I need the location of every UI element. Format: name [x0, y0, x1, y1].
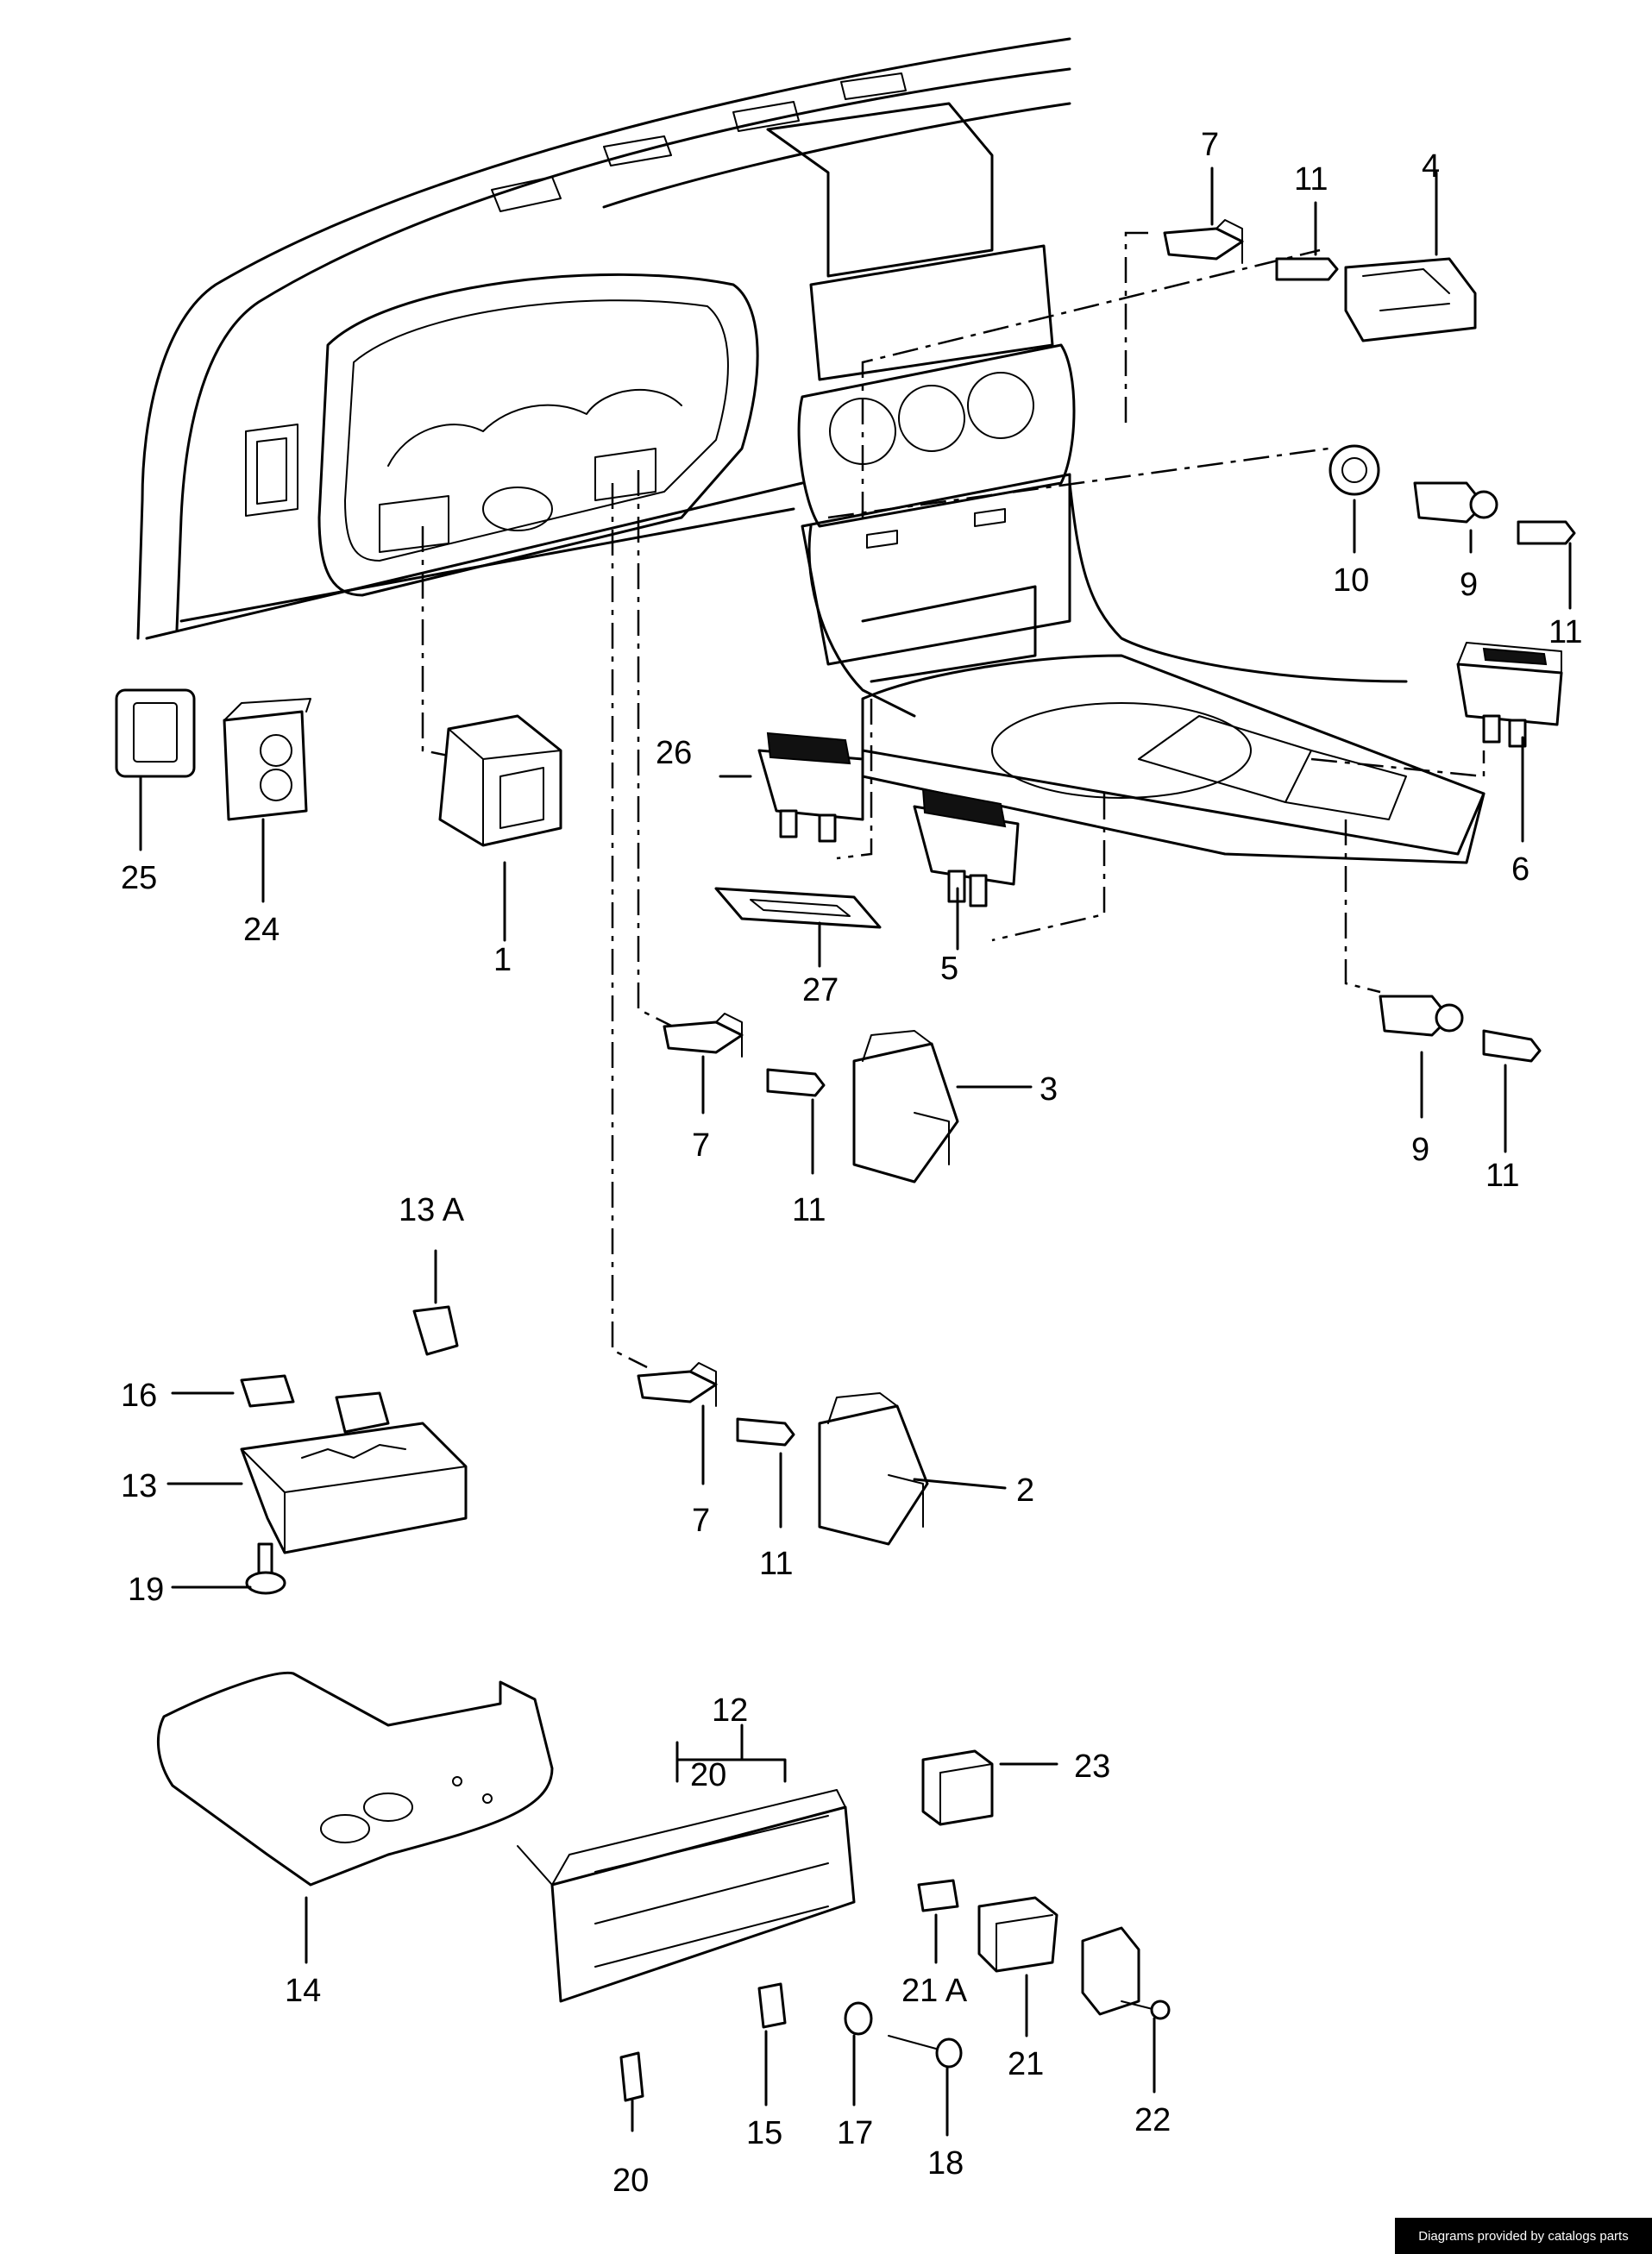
part-7-bulb-holder-top [1163, 219, 1244, 264]
callout-labels: 1 2 3 4 5 6 7 11 10 9 11 26 27 25 24 7 1… [121, 127, 1582, 2199]
part-11-bulb-upper-right [1517, 520, 1576, 545]
label-13a: 13 A [399, 1192, 465, 1228]
label-22: 22 [1134, 2102, 1171, 2138]
part-7-bulb-holder-low [637, 1362, 718, 1407]
part-11-bulb-low [736, 1417, 795, 1447]
label-7-low: 7 [692, 1503, 710, 1539]
part-1-switch [438, 714, 562, 847]
label-20-fuse: 20 [612, 2163, 649, 2199]
part-23-relay [921, 1749, 994, 1826]
label-25: 25 [121, 860, 157, 896]
part-19-screw [245, 1542, 286, 1595]
label-21a: 21 A [901, 1973, 968, 2009]
label-20-bracket: 20 [690, 1757, 726, 1793]
label-24: 24 [243, 912, 280, 948]
part-3-switch [852, 1030, 959, 1184]
part-4-switch [1344, 257, 1477, 342]
label-11-lower-right: 11 [1486, 1158, 1519, 1194]
leader-lines [421, 231, 1486, 1369]
part-21-relay [977, 1896, 1058, 1973]
label-9-lower: 9 [1411, 1132, 1429, 1168]
part-2-switch [818, 1392, 929, 1546]
part-16-clip [240, 1374, 295, 1408]
part-17-washer [844, 2001, 873, 2036]
label-21: 21 [1008, 2046, 1044, 2082]
label-12: 12 [712, 1692, 748, 1729]
part-11-bulb-mid [766, 1068, 826, 1097]
label-7-mid: 7 [692, 1127, 710, 1164]
label-17: 17 [837, 2115, 873, 2151]
dashboard [136, 37, 1486, 864]
part-13a-clip [412, 1305, 459, 1356]
label-7-top: 7 [1201, 127, 1219, 163]
part-15-clip [757, 1982, 787, 2029]
credit-banner: Diagrams provided by catalogs parts [1395, 2218, 1652, 2254]
part-9-socket-lower [1379, 995, 1464, 1037]
label-11-upper-right: 11 [1548, 614, 1582, 650]
part-12-relay-plate [517, 1789, 856, 2003]
part-18-screw [888, 2035, 963, 2069]
part-24-switch [223, 698, 311, 821]
part-26-rocker-switch [757, 731, 864, 843]
label-11-mid: 11 [792, 1192, 826, 1228]
part-11-bulb-top [1275, 257, 1339, 281]
label-27: 27 [802, 972, 839, 1008]
part-22-connector [1081, 1926, 1171, 2020]
label-3: 3 [1040, 1071, 1058, 1108]
part-25-bezel [115, 688, 196, 778]
label-15: 15 [746, 2115, 782, 2151]
label-23: 23 [1074, 1749, 1110, 1785]
part-21a-clip [917, 1879, 959, 1912]
part-20-fuse [619, 2051, 644, 2132]
callout-lines [139, 166, 1572, 2137]
label-10: 10 [1333, 562, 1369, 599]
label-18: 18 [927, 2145, 964, 2182]
label-13: 13 [121, 1468, 157, 1504]
part-9-socket-upper [1413, 481, 1498, 524]
label-11-low: 11 [759, 1546, 793, 1582]
part-6-rocker-switch [1456, 642, 1563, 748]
label-5: 5 [940, 951, 958, 987]
part-27-frame [714, 887, 882, 929]
part-14-bracket [156, 1671, 554, 1887]
label-2: 2 [1016, 1472, 1034, 1509]
label-9-upper: 9 [1460, 567, 1478, 603]
label-19: 19 [128, 1572, 164, 1608]
part-5-rocker-switch [913, 788, 1020, 907]
label-6: 6 [1511, 851, 1530, 888]
label-16: 16 [121, 1378, 157, 1414]
part-11-bulb-lower-right [1482, 1029, 1542, 1063]
label-11-top: 11 [1294, 161, 1328, 198]
label-26: 26 [656, 735, 692, 771]
part-10-grommet [1329, 444, 1380, 496]
label-14: 14 [285, 1973, 321, 2009]
label-1: 1 [493, 942, 512, 978]
part-7-bulb-holder-mid [663, 1013, 744, 1058]
part-13-fuse-box [240, 1391, 468, 1554]
label-4: 4 [1422, 148, 1440, 185]
